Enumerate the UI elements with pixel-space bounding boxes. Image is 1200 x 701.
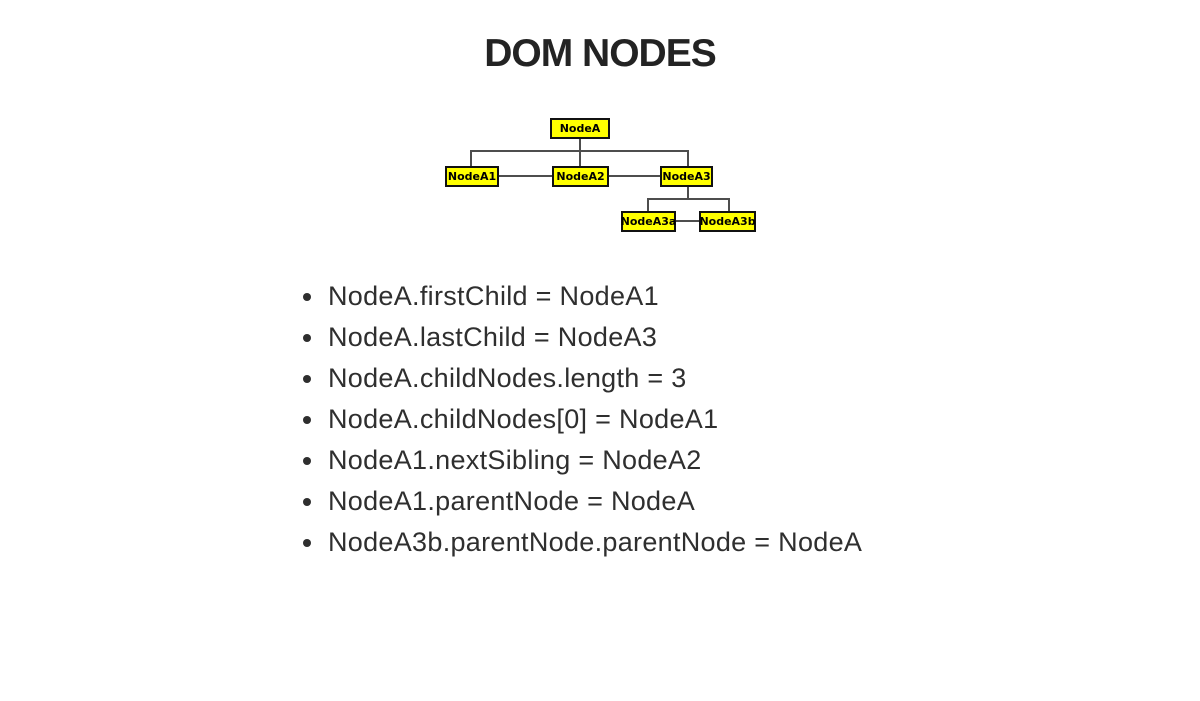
- list-item-text: NodeA.firstChild = NodeA1: [328, 281, 659, 311]
- list-item: NodeA.childNodes.length = 3: [303, 358, 862, 399]
- tree-node-nodea1: NodeA1: [445, 166, 499, 187]
- connector-line-sub-bus: [647, 198, 730, 200]
- connector-line-drop-a3b: [728, 200, 730, 211]
- list-item-text: NodeA1.parentNode = NodeA: [328, 486, 696, 516]
- tree-node-nodea3a: NodeA3a: [621, 211, 676, 232]
- tree-node-nodea: NodeA: [550, 118, 610, 139]
- list-item-text: NodeA3b.parentNode.parentNode = NodeA: [328, 527, 863, 557]
- bullet-marker: [303, 538, 311, 547]
- connector-line-a3-down: [687, 187, 689, 198]
- list-item-text: NodeA.childNodes.length = 3: [328, 363, 687, 393]
- list-item: NodeA.lastChild = NodeA3: [303, 317, 862, 358]
- connector-line-drop-a3a: [647, 200, 649, 211]
- list-item-text: NodeA.lastChild = NodeA3: [328, 322, 658, 352]
- connector-line-root: [579, 139, 581, 166]
- dom-tree-diagram: NodeA NodeA1 NodeA2 NodeA3 NodeA3a NodeA…: [443, 115, 759, 237]
- list-item: NodeA1.nextSibling = NodeA2: [303, 440, 862, 481]
- tree-node-nodea2: NodeA2: [552, 166, 609, 187]
- bullet-marker: [303, 292, 311, 301]
- bullet-marker: [303, 456, 311, 465]
- list-item-text: NodeA1.nextSibling = NodeA2: [328, 445, 702, 475]
- relations-list: NodeA.firstChild = NodeA1 NodeA.lastChil…: [303, 276, 862, 563]
- sibling-line-a3a-a3b: [676, 220, 699, 222]
- list-item: NodeA.firstChild = NodeA1: [303, 276, 862, 317]
- bullet-marker: [303, 333, 311, 342]
- bullet-marker: [303, 415, 311, 424]
- bullet-marker: [303, 497, 311, 506]
- bullet-marker: [303, 374, 311, 383]
- connector-line-drop-a1: [470, 152, 472, 166]
- tree-node-nodea3: NodeA3: [660, 166, 713, 187]
- list-item: NodeA.childNodes[0] = NodeA1: [303, 399, 862, 440]
- connector-line-top-bus: [470, 150, 689, 152]
- connector-line-drop-a3: [687, 152, 689, 166]
- page-title: DOM NODES: [484, 32, 717, 75]
- tree-node-nodea3b: NodeA3b: [699, 211, 756, 232]
- list-item-text: NodeA.childNodes[0] = NodeA1: [328, 404, 719, 434]
- list-item: NodeA1.parentNode = NodeA: [303, 481, 862, 522]
- sibling-line-a2-a3: [609, 175, 660, 177]
- sibling-line-a1-a2: [499, 175, 552, 177]
- list-item: NodeA3b.parentNode.parentNode = NodeA: [303, 522, 862, 563]
